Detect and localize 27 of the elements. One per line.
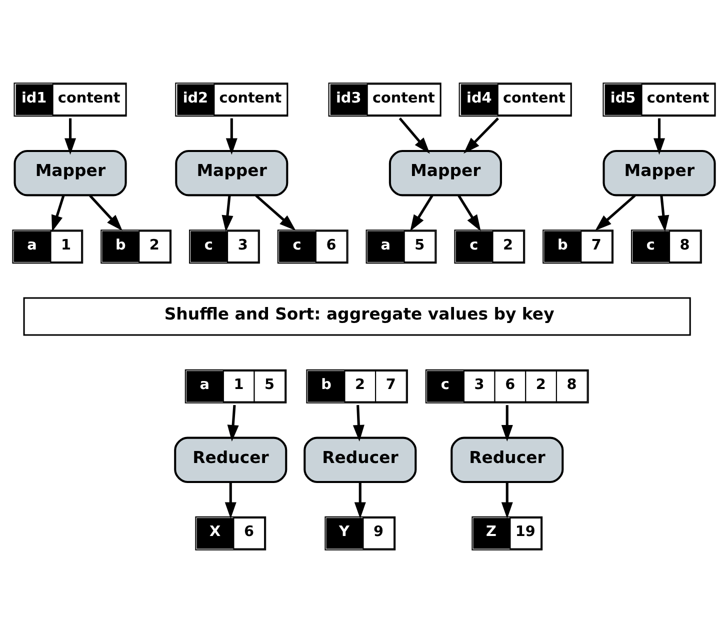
arrow <box>595 194 636 230</box>
arrow <box>458 194 481 231</box>
arrow <box>222 194 234 232</box>
arrow <box>464 116 499 154</box>
arrow <box>89 194 123 230</box>
node-box: Mapper <box>602 149 716 196</box>
arrow <box>410 194 434 231</box>
node-box: Reducer <box>304 436 417 483</box>
arrow <box>658 194 670 232</box>
arrow <box>654 118 666 154</box>
arrow <box>52 194 65 232</box>
arrow <box>226 118 238 154</box>
arrow <box>255 194 296 230</box>
arrow <box>352 404 364 441</box>
arrow <box>227 404 239 441</box>
arrow <box>224 482 236 518</box>
arrow <box>501 404 513 441</box>
node-box: Mapper <box>388 149 502 196</box>
node-box: Shuffle and Sort: aggregate values by key <box>23 296 691 336</box>
node-box: Reducer <box>450 436 564 483</box>
arrow <box>501 482 513 518</box>
node-box: Mapper <box>175 149 288 196</box>
arrow <box>64 118 76 154</box>
arrow <box>354 482 366 518</box>
node-box: Mapper <box>14 149 127 196</box>
arrow <box>398 116 430 154</box>
node-box: Reducer <box>174 436 288 483</box>
